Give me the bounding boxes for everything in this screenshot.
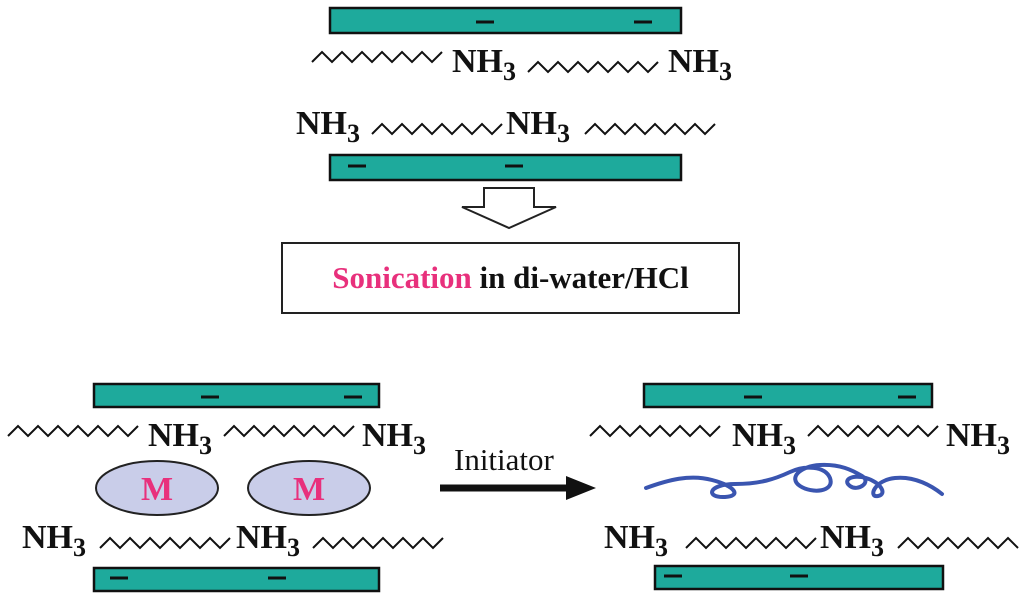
amine-group-label: NH3: [668, 43, 732, 86]
amine-group-label: NH3: [236, 519, 300, 562]
process-down-arrow: [461, 187, 557, 230]
alkyl-chain: [99, 536, 231, 550]
bottom-right-clay-stack: NH3 NH3 NH3 NH3: [589, 382, 1019, 591]
amine-group-label: NH3: [148, 417, 212, 460]
sonication-keyword: Sonication: [332, 260, 472, 295]
clay-layer-bl-upper: [92, 382, 381, 409]
bottom-left-clay-stack: NH3 NH3 M M NH3 NH3: [7, 382, 444, 593]
amine-group-label: NH3: [946, 417, 1010, 460]
top-clay-stack: NH3 NH3 NH3 NH3: [296, 6, 732, 182]
alkyl-chain: [311, 50, 443, 64]
monomer-ellipse: [95, 460, 219, 516]
amine-group-label: NH3: [452, 43, 516, 86]
sonication-step-box: Sonication in di-water/HCl: [281, 242, 740, 314]
polymer-chain: [644, 462, 944, 500]
clay-layer-br-upper: [642, 382, 934, 409]
alkyl-chain: [7, 424, 139, 438]
amine-group-label: NH3: [506, 105, 570, 148]
amine-group-label: NH3: [296, 105, 360, 148]
alkyl-chain: [371, 122, 503, 136]
clay-layer-bl-lower: [92, 566, 381, 593]
alkyl-chain: [897, 536, 1019, 550]
monomer-label: M: [141, 471, 173, 508]
monomer-label: M: [293, 471, 325, 508]
alkyl-chain: [223, 424, 355, 438]
alkyl-chain: [312, 536, 444, 550]
amine-group-label: NH3: [732, 417, 796, 460]
initiator-arrow-head: [566, 476, 596, 500]
alkyl-chain: [807, 424, 939, 438]
clay-layer-top-upper: [328, 6, 683, 35]
initiator-label: Initiator: [454, 442, 554, 477]
monomer-ellipse: [247, 460, 371, 516]
amine-group-label: NH3: [604, 519, 668, 562]
amine-group-label: NH3: [362, 417, 426, 460]
alkyl-chain: [584, 122, 716, 136]
alkyl-chain: [685, 536, 817, 550]
amine-group-label: NH3: [820, 519, 884, 562]
alkyl-chain: [589, 424, 721, 438]
sonication-condition: in di-water/HCl: [471, 260, 689, 295]
alkyl-chain: [527, 60, 659, 74]
amine-group-label: NH3: [22, 519, 86, 562]
